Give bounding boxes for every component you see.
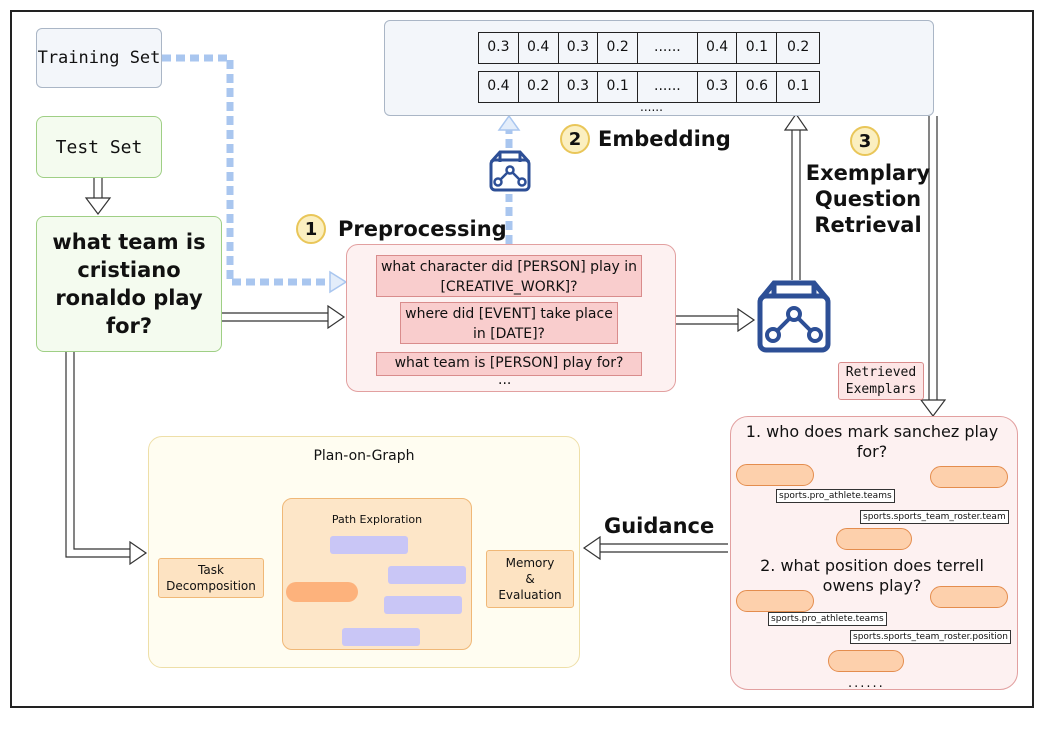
preprocessing-label: Preprocessing [338,217,507,241]
template-2: where did [EVENT] take place in [DATE]? [400,302,618,344]
exemplar-1-node-a [736,464,814,486]
question-text: what team is cristiano ronaldo play for? [52,230,206,338]
embedding-cell: 0.2 [598,33,639,63]
question-to-preprocessing-arrow [222,304,346,330]
question-box: what team is cristiano ronaldo play for? [36,216,222,352]
templates-ellipsis: ... [498,372,512,388]
task-decomposition-box: Task Decomposition [158,558,264,598]
path-candidate-node-4 [342,628,420,646]
path-start-node [286,582,358,602]
retrieval-label: Exemplary Question Retrieval [800,160,936,238]
memory-line-3: Evaluation [498,588,562,602]
guidance-label: Guidance [604,514,715,538]
plan-on-graph-title: Plan-on-Graph [313,448,415,464]
embedding-cell: 0.3 [698,72,738,102]
test-to-question-arrow [84,178,112,215]
template-1: what character did [PERSON] play in [CRE… [376,255,642,297]
exemplar-1-node-b [836,528,912,550]
guidance-arrow [582,535,728,561]
training-set-box: Training Set [36,28,162,88]
exemplar-panel [730,416,1018,690]
step-3-circle: 3 [850,126,880,156]
exemplar-2-node-c [930,586,1008,608]
embedding-label: Embedding [598,127,731,151]
exemplar-1-question: 1. who does mark sanchez play for? [745,422,999,461]
diagram-frame [10,10,1034,708]
embedding-cell: 0.1 [598,72,639,102]
path-candidate-node-2 [388,566,466,584]
exemplar-1-node-c [930,466,1008,488]
embedding-cell: 0.1 [786,78,810,94]
embedding-cell: 0.4 [519,33,559,63]
exemplar-2-question: 2. what position does terrell owens play… [760,556,984,595]
embedding-cell: 0.2 [519,72,559,102]
embedding-cell: 0.3 [479,33,519,63]
embedding-cell: 0.6 [737,72,778,102]
retrieval-label-line-1: Exemplary [805,161,931,185]
step-2-circle: 2 [560,124,590,154]
memory-line-2: & [525,572,535,586]
embedding-cell: 0.4 [698,33,738,63]
embedding-cell: 0.1 [737,33,778,63]
path-exploration-label: Path Exploration [331,513,423,526]
training-set-label: Training Set [37,48,161,68]
embedding-cell: ...... [638,72,698,102]
path-candidate-node-1 [330,536,408,554]
embedding-cell: ...... [638,33,698,63]
embedding-to-exemplars-arrow [919,116,947,417]
embedding-model-icon-small [489,150,531,192]
memory-line-1: Memory [505,556,555,570]
step-2-number: 2 [568,128,582,150]
embedding-panel [384,20,934,116]
retrieved-line-1: Retrieved [845,365,917,380]
exemplar-2-relation-1: sports.pro_athlete.teams [768,612,887,626]
retrieval-label-line-3: Retrieval [814,213,922,237]
embedding-cell: 0.2 [786,39,810,55]
test-set-label: Test Set [55,136,143,158]
exemplar-2-node-a [736,590,814,612]
embedding-ellipsis: ...... [640,100,663,114]
exemplar-1-relation-1: sports.pro_athlete.teams [776,489,895,503]
test-set-box: Test Set [36,116,162,178]
exemplar-1-relation-2: sports.sports_team_roster.team [860,510,1009,524]
embedding-model-icon-large [757,280,831,353]
task-decomposition-label: Task Decomposition [166,563,256,593]
exemplar-2-node-b [828,650,904,672]
memory-evaluation-box: Memory & Evaluation [486,550,574,608]
retrieved-line-2: Exemplars [845,382,917,397]
step-3-number: 3 [858,130,872,152]
embedding-cell: 0.4 [479,72,519,102]
step-1-number: 1 [304,218,318,240]
exemplar-2-relation-2: sports.sports_team_roster.position [850,630,1012,644]
retrieved-exemplars-tag: Retrieved Exemplars [838,362,924,400]
embedding-cell: 0.3 [559,72,599,102]
question-to-plan-arrow [65,352,148,566]
large-icon-to-embedding-arrow [783,112,809,280]
embedding-cell: 0.3 [559,33,599,63]
training-to-preprocessing-arrow [162,54,330,286]
exemplar-ellipsis: ...... [848,676,885,691]
path-candidate-node-3 [384,596,462,614]
retrieval-label-line-2: Question [814,187,922,211]
step-1-circle: 1 [296,214,326,244]
preprocessing-to-large-icon-arrow [676,307,756,333]
template-3: what team is [PERSON] play for? [376,352,642,376]
